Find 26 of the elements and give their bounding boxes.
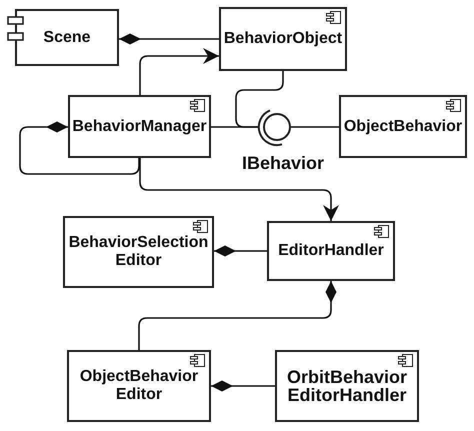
arrow — [139, 158, 339, 221]
composition-line — [214, 246, 267, 256]
connector-line — [291, 126, 339, 128]
component-box — [7, 9, 119, 66]
interface-label: IBehavior — [242, 152, 324, 174]
component-name: BehaviorManager — [72, 118, 207, 136]
composition-line — [19, 122, 140, 175]
component-name: ObjectBehavior Editor — [80, 368, 198, 404]
composition-line — [119, 34, 219, 44]
component-box — [339, 95, 467, 158]
component-name: ObjectBehavior — [344, 118, 462, 136]
component-name: OrbitBehavior EditorHandler — [286, 368, 408, 404]
component-box — [267, 221, 395, 281]
component-name: BehaviorObject — [224, 30, 342, 48]
connector-line — [235, 71, 284, 128]
component-box — [219, 7, 347, 71]
composition-line — [211, 380, 275, 392]
component-box — [68, 95, 211, 158]
composition-line — [138, 281, 336, 350]
component-box — [275, 350, 419, 422]
component-name: Scene — [43, 28, 91, 46]
component-name: BehaviorSelection Editor — [68, 234, 208, 270]
component-box — [63, 216, 214, 288]
component-name: EditorHandler — [278, 242, 384, 260]
component-box — [67, 350, 211, 422]
arrow — [139, 48, 219, 95]
